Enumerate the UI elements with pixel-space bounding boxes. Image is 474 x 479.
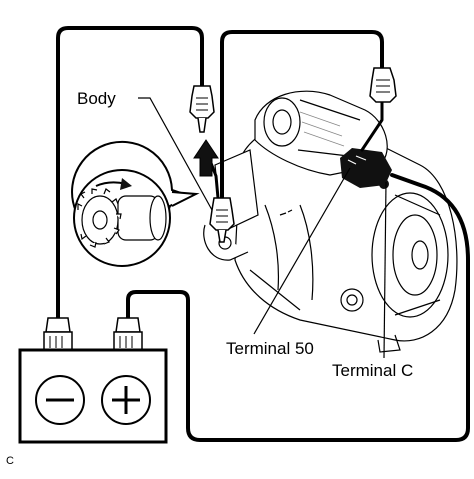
leader-lines bbox=[138, 97, 387, 359]
figure-code: C bbox=[6, 455, 14, 467]
clip-connector-icon bbox=[43, 317, 73, 351]
label-terminal-c: Terminal C bbox=[332, 361, 414, 380]
battery-icon bbox=[18, 348, 168, 444]
clip-connector-icon bbox=[189, 85, 215, 133]
terminal-50-connector bbox=[340, 148, 392, 189]
clip-connector-icon bbox=[369, 67, 397, 103]
leader-body bbox=[138, 97, 213, 211]
wire-terminal-50 bbox=[360, 100, 384, 152]
label-body: Body bbox=[77, 89, 116, 108]
wire-terminal-50-supply bbox=[220, 30, 384, 200]
wire-terminal-c bbox=[126, 173, 470, 442]
clip-connector-icon bbox=[113, 317, 143, 351]
pinion-gear-icon bbox=[71, 140, 200, 267]
leader-terminal-c bbox=[383, 181, 387, 359]
up-arrow-icon bbox=[193, 139, 219, 177]
wire-negative bbox=[56, 26, 204, 320]
clip-connector-icon bbox=[209, 197, 235, 243]
starter-motor-icon bbox=[203, 90, 458, 353]
label-terminal-50: Terminal 50 bbox=[226, 339, 314, 358]
leader-terminal-50 bbox=[253, 167, 351, 335]
